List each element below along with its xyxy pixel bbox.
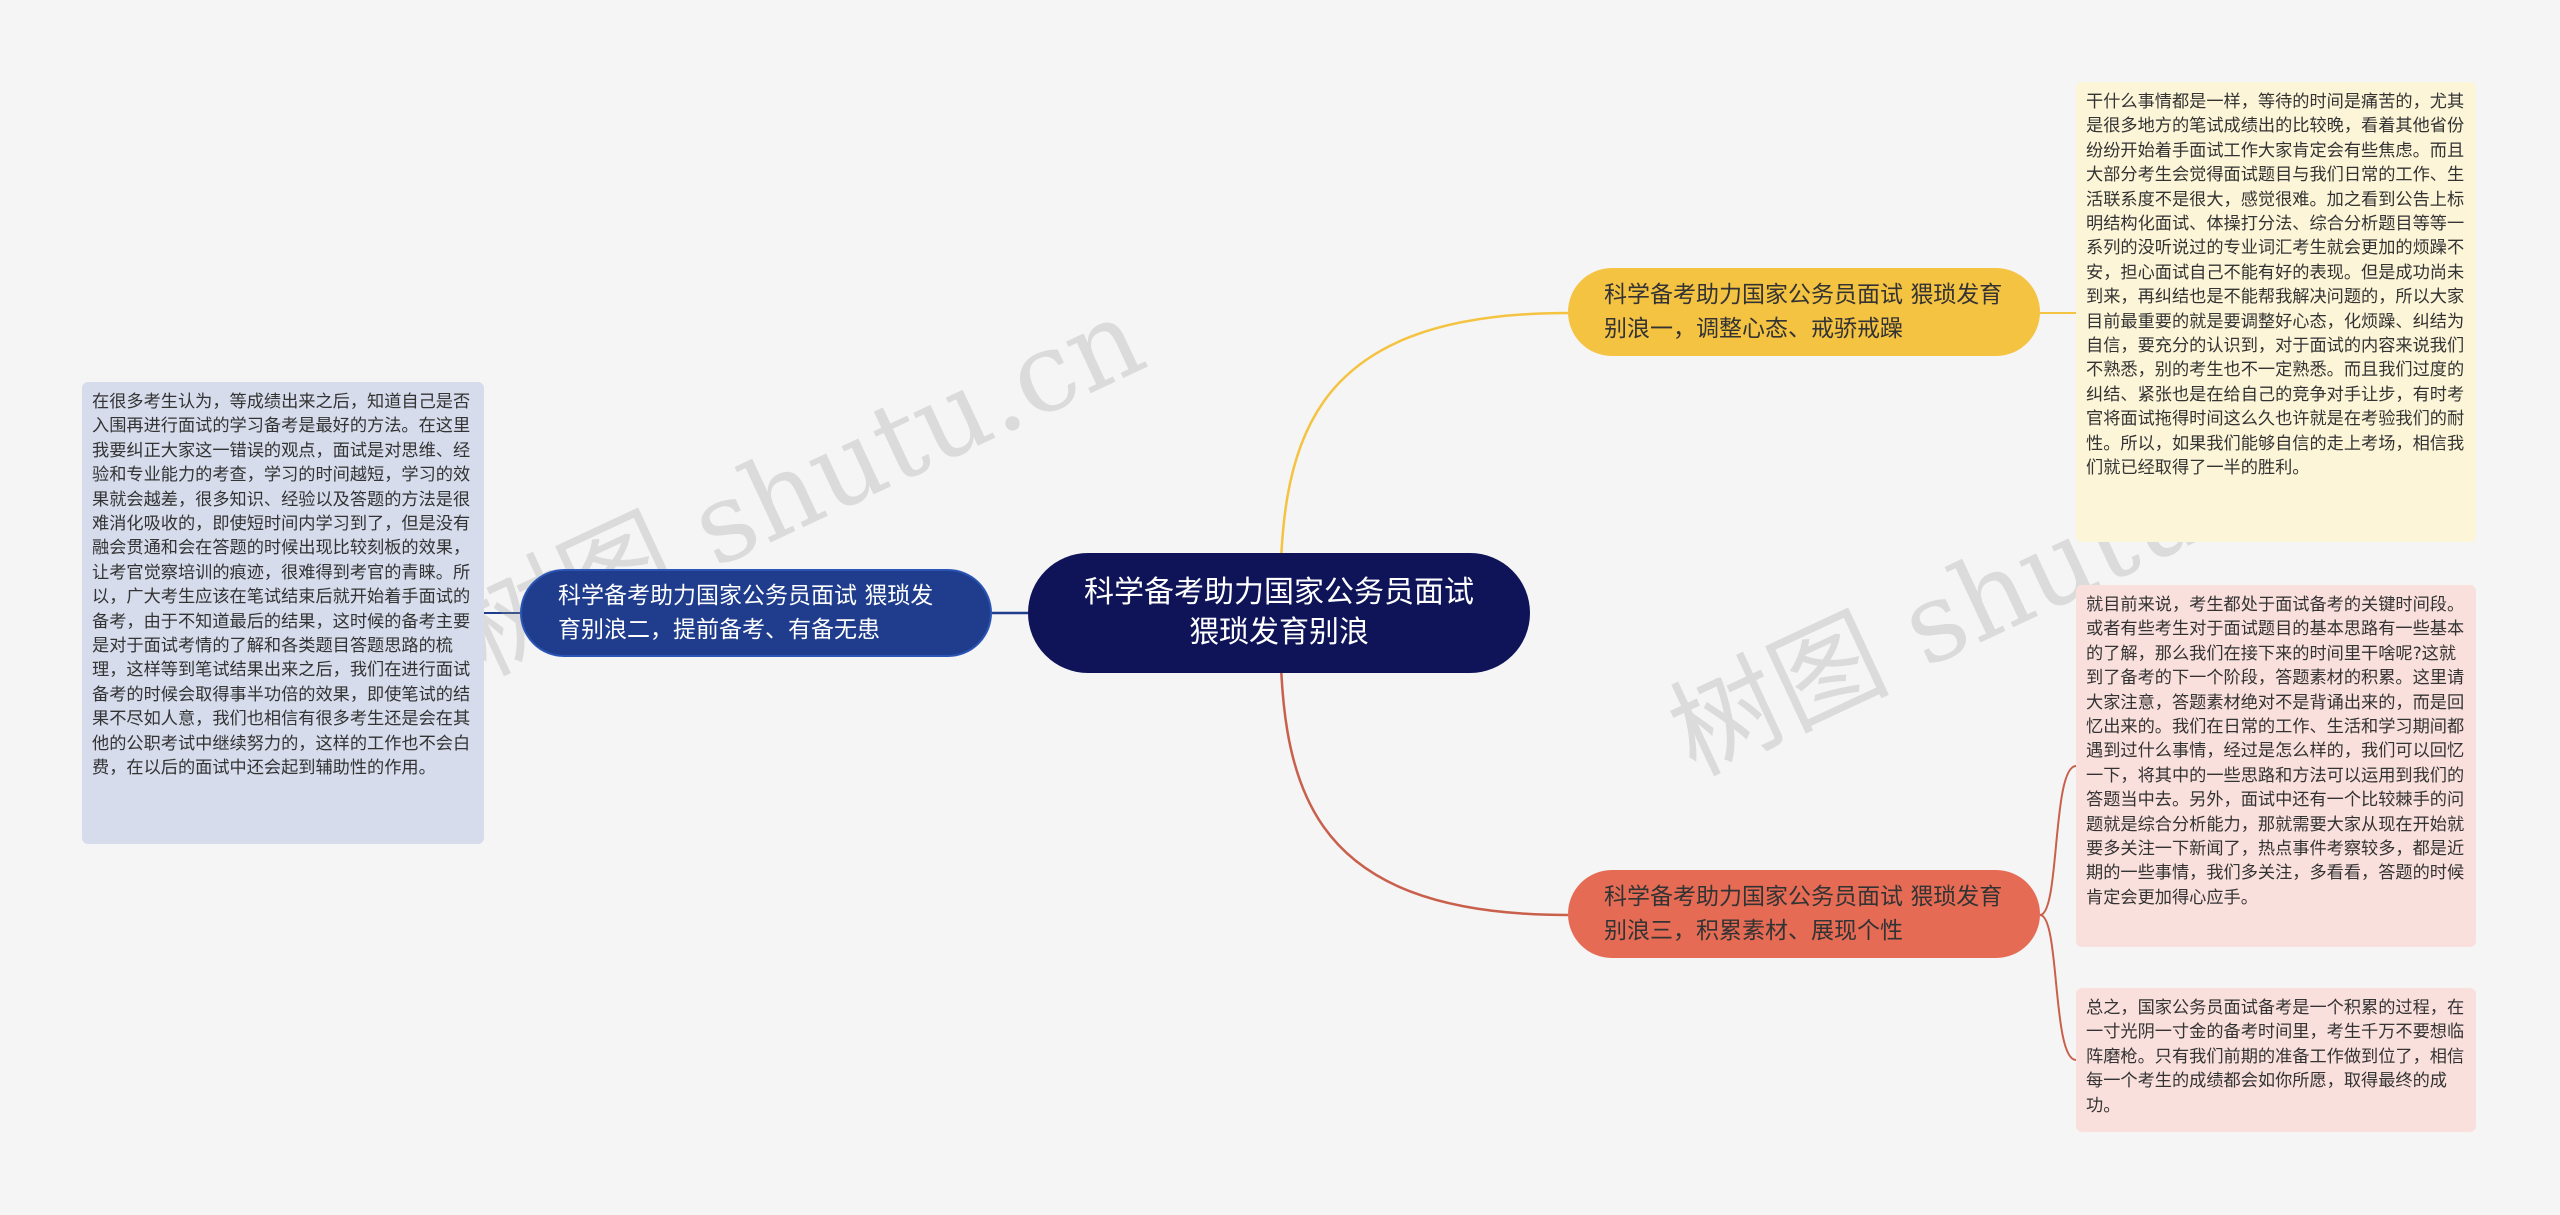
leaf-node-branch1[interactable]: 干什么事情都是一样，等待的时间是痛苦的，尤其是很多地方的笔试成绩出的比较晚，看着… (2076, 82, 2476, 542)
branch-label: 科学备考助力国家公务员面试 猥琐发育别浪一，调整心态、戒骄戒躁 (1604, 282, 2003, 342)
branch-node-1[interactable]: 科学备考助力国家公务员面试 猥琐发育别浪一，调整心态、戒骄戒躁 (1568, 268, 2040, 356)
link-root-branch1 (1278, 311, 1569, 614)
link-root-branch3 (1278, 612, 1569, 917)
branch-label: 科学备考助力国家公务员面试 猥琐发育别浪二，提前备考、有备无患 (558, 583, 934, 643)
link-branch3-leaf2 (2039, 914, 2077, 1061)
link-branch3-leaf1 (2039, 765, 2077, 916)
leaf-node-branch3-b[interactable]: 总之，国家公务员面试备考是一个积累的过程，在一寸光阴一寸金的备考时间里，考生千万… (2076, 988, 2476, 1132)
leaf-node-branch3-a[interactable]: 就目前来说，考生都处于面试备考的关键时间段。或者有些考生对于面试题目的基本思路有… (2076, 585, 2476, 947)
root-node[interactable]: 科学备考助力国家公务员面试 猥琐发育别浪 (1028, 553, 1530, 673)
branch-label: 科学备考助力国家公务员面试 猥琐发育别浪三，积累素材、展现个性 (1604, 884, 2003, 944)
leaf-node-branch2[interactable]: 在很多考生认为，等成绩出来之后，知道自己是否入围再进行面试的学习备考是最好的方法… (82, 382, 484, 844)
root-title: 科学备考助力国家公务员面试 猥琐发育别浪 (1084, 575, 1474, 650)
branch-node-3[interactable]: 科学备考助力国家公务员面试 猥琐发育别浪三，积累素材、展现个性 (1568, 870, 2040, 958)
branch-node-2[interactable]: 科学备考助力国家公务员面试 猥琐发育别浪二，提前备考、有备无患 (520, 569, 992, 657)
